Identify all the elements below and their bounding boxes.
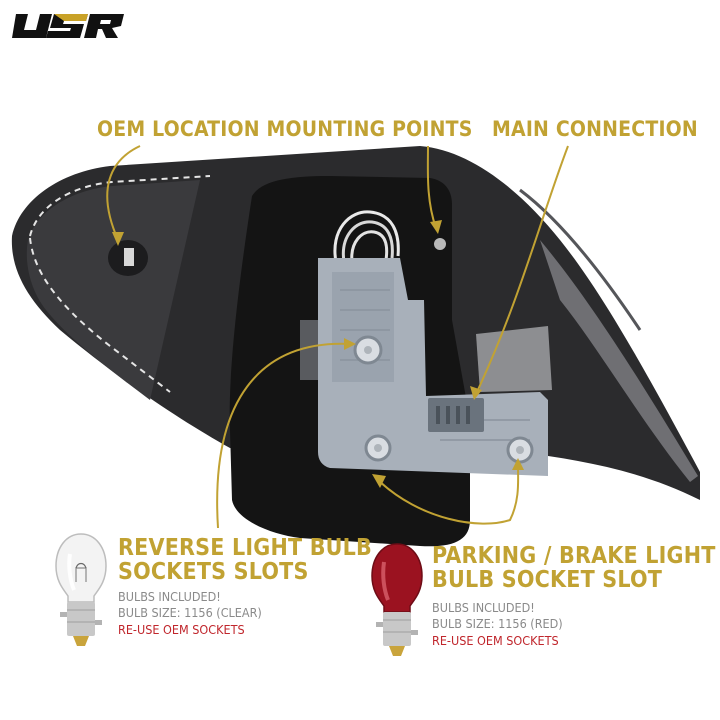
reverse-socket-label-line1: REVERSE LIGHT BULB bbox=[118, 535, 373, 561]
reverse-bulb-notes: BULBS INCLUDED! BULB SIZE: 1156 (CLEAR) … bbox=[118, 589, 262, 638]
parking-bulb-notes: BULBS INCLUDED! BULB SIZE: 1156 (RED) RE… bbox=[432, 600, 563, 649]
usr-logo bbox=[12, 14, 124, 38]
arrow-parking bbox=[377, 465, 520, 525]
mounting-stud-right bbox=[434, 238, 446, 250]
mounting-points-label: OEM LOCATION MOUNTING POINTS bbox=[97, 117, 473, 141]
arrow-reverse bbox=[216, 342, 351, 529]
reverse-bulbs-included: BULBS INCLUDED! bbox=[118, 589, 221, 604]
reverse-socket-label: REVERSE LIGHT BULB SOCKETS SLOTS bbox=[118, 536, 372, 584]
parking-reuse-sockets: RE-USE OEM SOCKETS bbox=[432, 632, 559, 648]
arrow-mounting-right bbox=[426, 145, 437, 229]
arrow-main-connection bbox=[475, 145, 569, 395]
parking-bulbs-included: BULBS INCLUDED! bbox=[432, 600, 535, 615]
reverse-bulb-size: BULB SIZE: 1156 (CLEAR) bbox=[118, 605, 262, 621]
parking-bulb-size: BULB SIZE: 1156 (RED) bbox=[432, 616, 563, 632]
red-bulb-icon bbox=[371, 543, 423, 656]
reverse-socket-label-line2: SOCKETS SLOTS bbox=[118, 559, 309, 586]
arrow-mounting-left bbox=[106, 145, 141, 241]
parking-socket-label-line2: BULB SOCKET SLOT bbox=[432, 567, 663, 594]
reverse-reuse-sockets: RE-USE OEM SOCKETS bbox=[118, 621, 245, 637]
parking-socket-label: PARKING / BRAKE LIGHT BULB SOCKET SLOT bbox=[432, 544, 716, 592]
clear-bulb-icon bbox=[55, 533, 107, 646]
parking-socket-label-line1: PARKING / BRAKE LIGHT bbox=[432, 543, 716, 569]
main-connection-label: MAIN CONNECTION bbox=[492, 117, 698, 141]
